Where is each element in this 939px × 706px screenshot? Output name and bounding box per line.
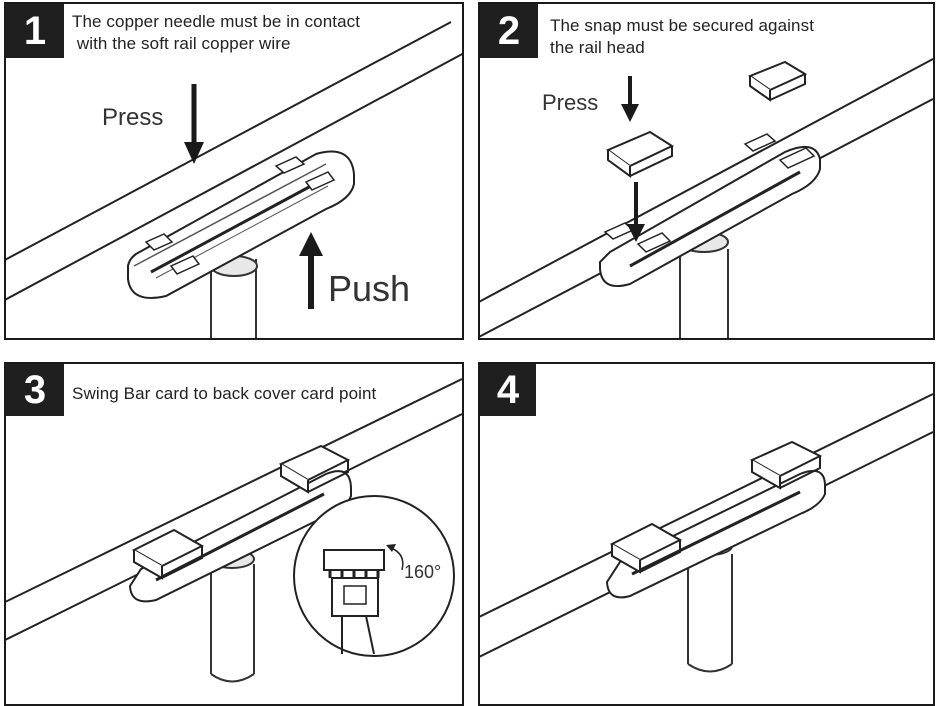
push-label: Push <box>328 268 411 309</box>
rotation-angle-label: 160° <box>404 562 442 582</box>
step-number-badge: 2 <box>480 4 538 58</box>
step-3-illustration <box>6 378 462 683</box>
step-panel-3: 3 Swing Bar card to back cover card poin… <box>4 362 464 706</box>
step-panel-4: 4 <box>478 362 935 706</box>
step-number-badge: 3 <box>6 364 64 416</box>
press-label: Press <box>102 104 164 131</box>
press-label: Press <box>542 90 599 115</box>
step-1-illustration <box>6 21 462 338</box>
step-caption-line-1: Swing Bar card to back cover card point <box>72 384 377 403</box>
step-caption-line-2: the rail head <box>550 38 645 57</box>
step-number-badge: 4 <box>480 364 536 416</box>
step-caption-line-1: The copper needle must be in contact <box>72 12 361 31</box>
step-caption-line-1: The snap must be secured against <box>550 16 815 35</box>
step-2-illustration <box>480 58 933 338</box>
step-number-badge: 1 <box>6 4 64 58</box>
step-caption-line-2: with the soft rail copper wire <box>72 34 291 53</box>
step-panel-1: 1 The copper needle must be in contact w… <box>4 2 464 340</box>
step-4-illustration <box>480 393 933 673</box>
step-panel-2: 2 The snap must be secured against the r… <box>478 2 935 340</box>
